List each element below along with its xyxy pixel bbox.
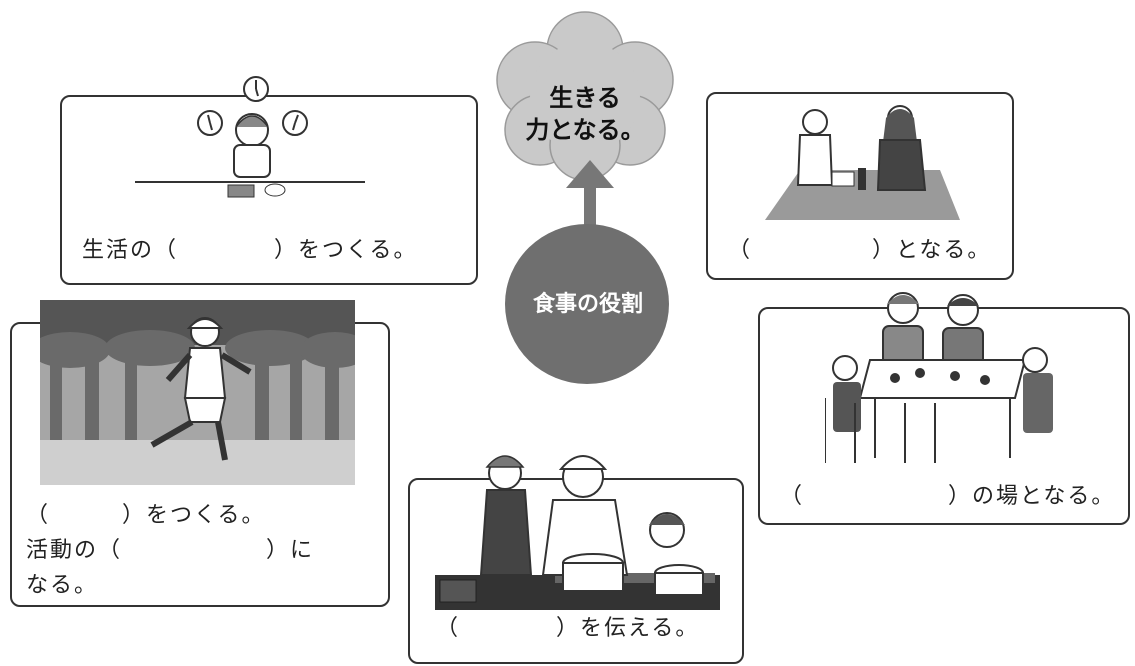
cooking-family-illustration xyxy=(435,455,720,610)
family-dinner-illustration xyxy=(825,292,1053,463)
caption-family-dinner: （ ）の場となる。 xyxy=(780,484,1116,509)
caption-running-line3: なる。 xyxy=(26,573,99,598)
caption-outdoor-meal: （ ）となる。 xyxy=(728,238,992,263)
circle-label: 食事の役割 xyxy=(532,292,643,317)
caption-running-line2: 活動の（ ）に xyxy=(26,538,315,563)
picnic-illustration xyxy=(765,105,960,220)
cloud-goal xyxy=(496,11,674,181)
clock-boy-illustration xyxy=(135,76,365,198)
caption-life-rhythm: 生活の（ ）をつくる。 xyxy=(82,238,418,263)
role-circle xyxy=(505,224,669,384)
card-outdoor-meal xyxy=(706,92,1014,280)
caption-cooking: （ ）を伝える。 xyxy=(436,616,700,641)
cloud-text-line2: 力となる。 xyxy=(525,116,645,144)
running-boy-illustration xyxy=(40,300,355,485)
caption-running-line1: （ ）をつくる。 xyxy=(26,503,266,528)
cloud-text-line1: 生きる xyxy=(549,84,621,112)
